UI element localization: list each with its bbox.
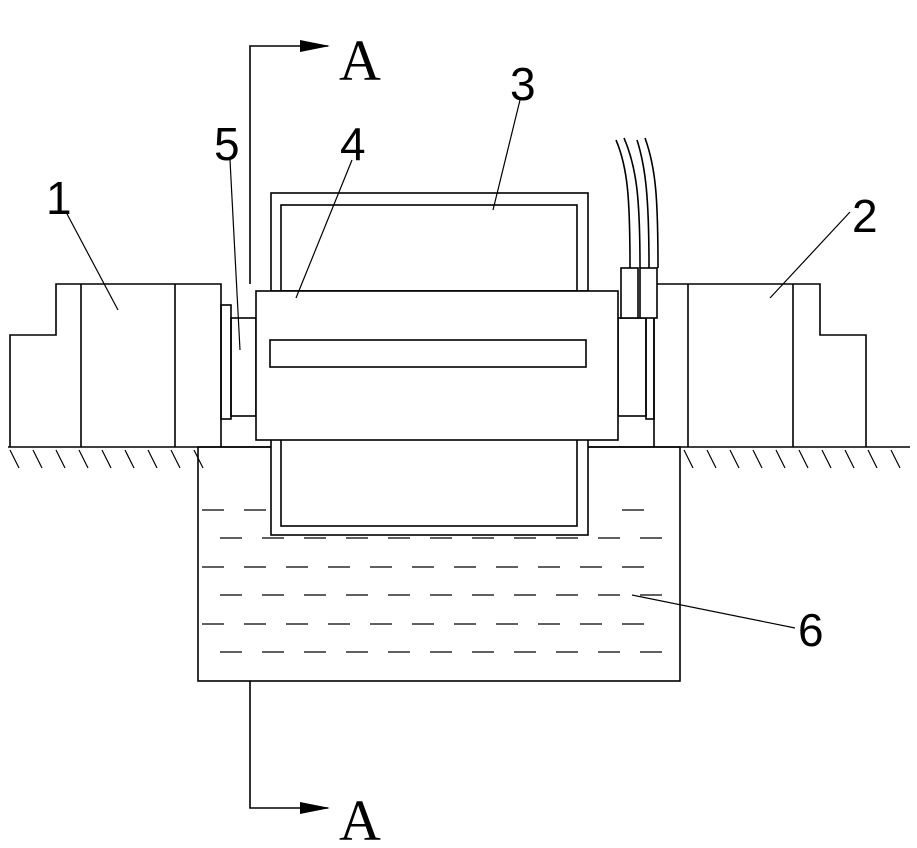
section-line: A A — [249, 28, 381, 848]
ground-hatch — [890, 449, 901, 469]
right-unit — [645, 283, 867, 447]
ground-hatch — [147, 449, 158, 469]
ground-hatch — [821, 449, 832, 469]
ground-hatch — [32, 449, 43, 469]
cable-connectors — [615, 137, 659, 319]
section-mark-top: A — [339, 28, 381, 93]
label-part-1: 1 — [46, 172, 72, 224]
section-arrow-bottom — [300, 802, 330, 814]
ground-hatch — [683, 449, 694, 469]
leader-lines — [65, 99, 851, 629]
liquid-tank — [197, 446, 681, 682]
ground-hatch — [706, 449, 717, 469]
ground-hatch — [867, 449, 878, 469]
left-unit — [9, 283, 232, 447]
label-part-3: 3 — [510, 58, 536, 110]
ground-hatch — [844, 449, 855, 469]
ground-hatch — [775, 449, 786, 469]
section-arrow-top — [300, 40, 330, 52]
label-part-2: 2 — [852, 190, 878, 242]
part-labels: 1 2 3 4 5 6 — [46, 58, 878, 656]
ground-hatch — [78, 449, 89, 469]
ground-hatch — [55, 449, 66, 469]
ground-hatch — [170, 449, 181, 469]
ground-hatch — [124, 449, 135, 469]
central-roller — [255, 290, 619, 441]
section-mark-bottom: A — [339, 788, 381, 848]
ground-hatch — [9, 449, 20, 469]
ground-hatch — [729, 449, 740, 469]
ground-hatch — [798, 449, 809, 469]
ground-hatch — [101, 449, 112, 469]
label-part-4: 4 — [340, 118, 366, 170]
ground-hatch — [752, 449, 763, 469]
label-part-6: 6 — [798, 604, 824, 656]
label-part-5: 5 — [214, 118, 240, 170]
